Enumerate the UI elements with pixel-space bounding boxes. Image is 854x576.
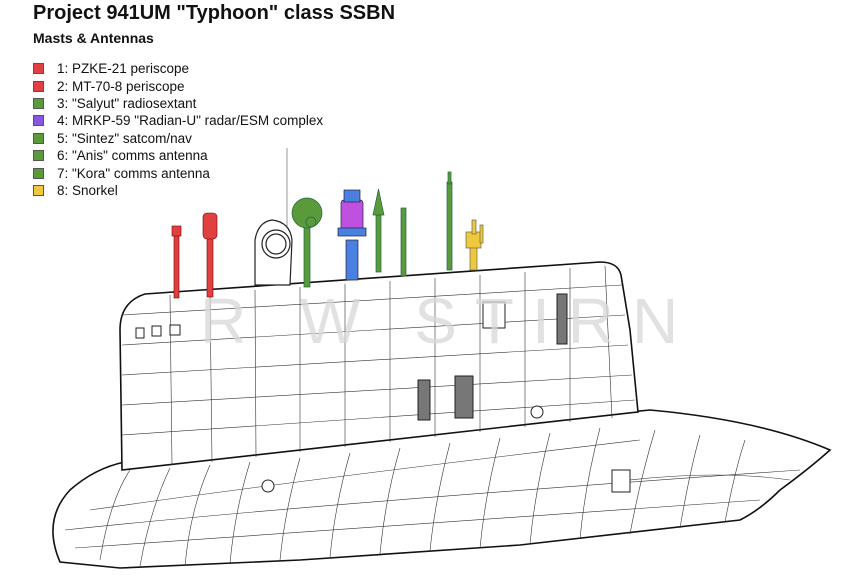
legend-swatch bbox=[33, 150, 44, 162]
legend-item: 2: MT-70-8 periscope bbox=[33, 77, 323, 94]
legend-swatch bbox=[33, 97, 44, 109]
sail-grid bbox=[121, 265, 636, 466]
legend-item: 4: MRKP-59 "Radian-U" radar/ESM complex bbox=[33, 112, 323, 129]
watermark: R W STIRN bbox=[200, 285, 696, 357]
legend-item: 6: "Anis" comms antenna bbox=[33, 147, 323, 164]
legend-label: 2: MT-70-8 periscope bbox=[57, 78, 185, 94]
legend-swatch bbox=[33, 115, 44, 127]
legend-label: 1: PZKE-21 periscope bbox=[57, 61, 190, 77]
sail-details bbox=[135, 293, 631, 493]
hull bbox=[52, 409, 832, 569]
legend-label: 6: "Anis" comms antenna bbox=[57, 148, 208, 164]
mast-periscope-2 bbox=[202, 212, 218, 298]
page-subtitle: Masts & Antennas bbox=[33, 30, 154, 46]
legend-swatch bbox=[33, 80, 44, 92]
legend-item: 1: PZKE-21 periscope bbox=[33, 60, 323, 77]
legend-label: 4: MRKP-59 "Radian-U" radar/ESM complex bbox=[57, 113, 324, 129]
legend-swatch bbox=[33, 132, 44, 144]
legend-swatch bbox=[33, 167, 44, 179]
legend-item: 8: Snorkel bbox=[33, 182, 323, 199]
mast-tall-antenna bbox=[446, 171, 453, 271]
legend-label: 5: "Sintez" satcom/nav bbox=[57, 130, 192, 146]
legend-swatch bbox=[33, 63, 44, 75]
mast-radar-esm bbox=[337, 189, 367, 281]
mast-periscope-1 bbox=[171, 225, 182, 299]
legend-item: 3: "Salyut" radiosextant bbox=[33, 95, 323, 112]
legend-item: 7: "Kora" comms antenna bbox=[33, 164, 323, 181]
mast-snorkel bbox=[465, 219, 484, 271]
mast-anis bbox=[372, 188, 385, 273]
legend-swatch bbox=[33, 184, 44, 196]
mast-kora bbox=[400, 207, 407, 277]
legend: 1: PZKE-21 periscope 2: MT-70-8 periscop… bbox=[33, 60, 323, 199]
legend-label: 8: Snorkel bbox=[57, 182, 118, 198]
mast-radiosextant bbox=[254, 219, 293, 286]
legend-item: 5: "Sintez" satcom/nav bbox=[33, 130, 323, 147]
page-title: Project 941UM "Typhoon" class SSBN bbox=[33, 2, 396, 24]
sail bbox=[119, 261, 639, 471]
legend-label: 7: "Kora" comms antenna bbox=[57, 165, 210, 181]
mast-sintez bbox=[291, 197, 323, 288]
legend-label: 3: "Salyut" radiosextant bbox=[57, 95, 197, 111]
